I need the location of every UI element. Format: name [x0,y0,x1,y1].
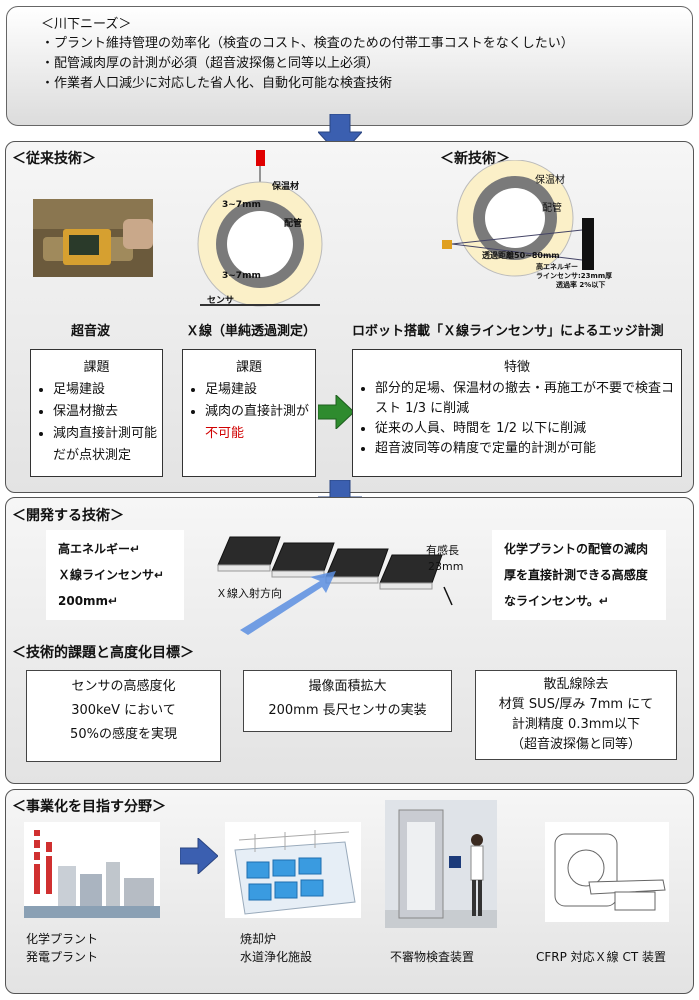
conventional-heading: ＜従来技術＞ [12,151,96,167]
inspection-gate-photo [385,800,497,928]
xray-issues-card: 課題 足場建設 減肉の直接計測が不可能 [182,349,316,477]
old-pipe-label: 配管 [284,219,303,229]
target-line: 計測精度 0.3mm以下 [511,717,641,732]
chemical-plant-photo [24,822,160,918]
caption-line: 不審物検査装置 [390,950,475,964]
new-features-card: 特徴 部分的足場、保温材の撤去・再施工が不要で検査コスト 1/3 に削減 従来の… [352,349,682,477]
list-item: 減肉直接計測可能だが点状測定 [53,423,162,467]
list-item: 従来の人員、時間を 1/2 以下に削減 [375,419,681,439]
ultrasonic-photo [33,199,153,277]
sensor-spec-line: Ｘ線ラインセンサ↵ [58,568,165,582]
list-item: 超音波同等の精度で定量的計測が可能 [375,439,681,459]
list-item: 減肉の直接計測が不可能 [205,401,315,445]
xray-issue-text: 減肉の直接計測が [205,404,310,419]
needs-heading: ＜川下ニーズ＞ [41,17,132,32]
needs-item: ・配管減肉厚の計測が必須（超音波探傷と同等以上必須） [41,56,380,71]
target-line: 材質 SUS/厚み 7mm にて [498,697,654,712]
line-sensor-illustration [217,536,453,635]
old-insulation-label: 保温材 [272,182,300,192]
new-tech-heading: ＜新技術＞ [440,151,510,167]
caption-line: CFRP 対応Ｘ線 CT 装置 [536,950,667,964]
target-line: （超音波探傷と同等） [510,737,641,752]
sensitive-length-value: 23mm [428,560,464,573]
new-insulation-label: 保温材 [535,175,565,186]
target-line: 散乱線除去 [543,677,609,692]
caption-inspection: 不審物検査装置 [390,948,474,966]
sensor-description-box: 化学プラントの配管の減肉厚を直接計測できる高感度なラインセンサ。↵ [492,530,666,620]
old-sensor-label: センサ [207,296,235,306]
target-line: 撮像面積拡大 [308,679,387,694]
caption-line: 焼却炉 [240,932,277,946]
target-card-sensitivity: センサの高感度化 300keV において 50%の感度を実現 [26,670,221,762]
caption-line: 発電プラント [26,950,99,964]
target-line: センサの高感度化 [71,679,176,694]
ultrasonic-label: 超音波 [71,324,111,339]
new-sensor-line2: ラインセンサ:23mm厚 [536,272,613,280]
caption-line: 化学プラント [26,932,99,946]
robot-label: ロボット搭載「Ｘ線ラインセンサ」によるエッジ計測 [352,324,664,339]
target-card-scatter: 散乱線除去 材質 SUS/厚み 7mm にて 計測精度 0.3mm以下 （超音波… [475,670,677,760]
ct-scanner-illustration [545,822,669,922]
caption-plant: 化学プラント 発電プラント [26,930,98,966]
new-sensor-line3: 透過率 2%以下 [556,281,606,289]
card-title: 特徴 [503,360,530,375]
target-line: 50%の感度を実現 [70,727,177,742]
list-item: 足場建設 [205,379,315,401]
target-line: 300keV において [71,703,176,718]
develop-heading: ＜開発する技術＞ [12,508,124,524]
ultrasonic-issues-card: 課題 足場建設 保温材撤去 減肉直接計測可能だが点状測定 [30,349,163,477]
new-distance-label: 透過距離50~80mm [482,251,560,260]
old-top-thickness: 3~7mm [222,200,261,210]
new-sensor-line1: 高エネルギー [536,263,578,271]
list-item: 保温材撤去 [53,401,162,423]
list-item: 足場建設 [53,379,162,401]
old-bottom-thickness: 3~7mm [222,271,261,281]
incident-direction-label: Ｘ線入射方向 [216,587,282,600]
targets-heading: ＜技術的課題と高度化目標＞ [12,645,194,661]
xray-label: Ｘ線（単純透過測定） [186,324,317,339]
right-arrow-icon [180,838,218,874]
caption-ct: CFRP 対応Ｘ線 CT 装置 [536,948,666,966]
new-pipe-label: 配管 [542,203,562,214]
sensor-spec-line: 高エネルギー↵ [58,542,141,556]
target-line: 200mm 長尺センサの実装 [268,703,427,718]
needs-item: ・プラント維持管理の効率化（検査のコスト、検査のための付帯工事コストをなくしたい… [41,36,574,51]
card-title: 課題 [235,360,262,375]
target-card-area: 撮像面積拡大 200mm 長尺センサの実装 [243,670,452,732]
xray-new-diagram [442,160,594,277]
business-heading: ＜事業化を目指す分野＞ [12,799,166,815]
impossible-text: 不可能 [205,426,245,441]
card-title: 課題 [83,360,110,375]
sensor-spec-line: 200mm↵ [58,594,119,608]
sensor-description: 化学プラントの配管の減肉厚を直接計測できる高感度なラインセンサ。↵ [504,542,649,608]
right-arrow-icon [318,395,354,429]
list-item: 部分的足場、保温材の撤去・再施工が不要で検査コスト 1/3 に削減 [375,379,681,419]
sensitive-length-label: 有感長 [426,544,459,557]
caption-line: 水道浄化施設 [240,950,313,964]
caption-water: 焼却炉 水道浄化施設 [240,930,312,966]
water-facility-illustration [225,822,361,918]
needs-panel: ＜川下ニーズ＞ ・プラント維持管理の効率化（検査のコスト、検査のための付帯工事コ… [6,6,693,126]
sensor-spec-box: 高エネルギー↵ Ｘ線ラインセンサ↵ 200mm↵ [46,530,184,620]
xray-old-diagram [197,150,323,307]
needs-item: ・作業者人口減少に対応した省人化、自動化可能な検査技術 [41,76,393,91]
